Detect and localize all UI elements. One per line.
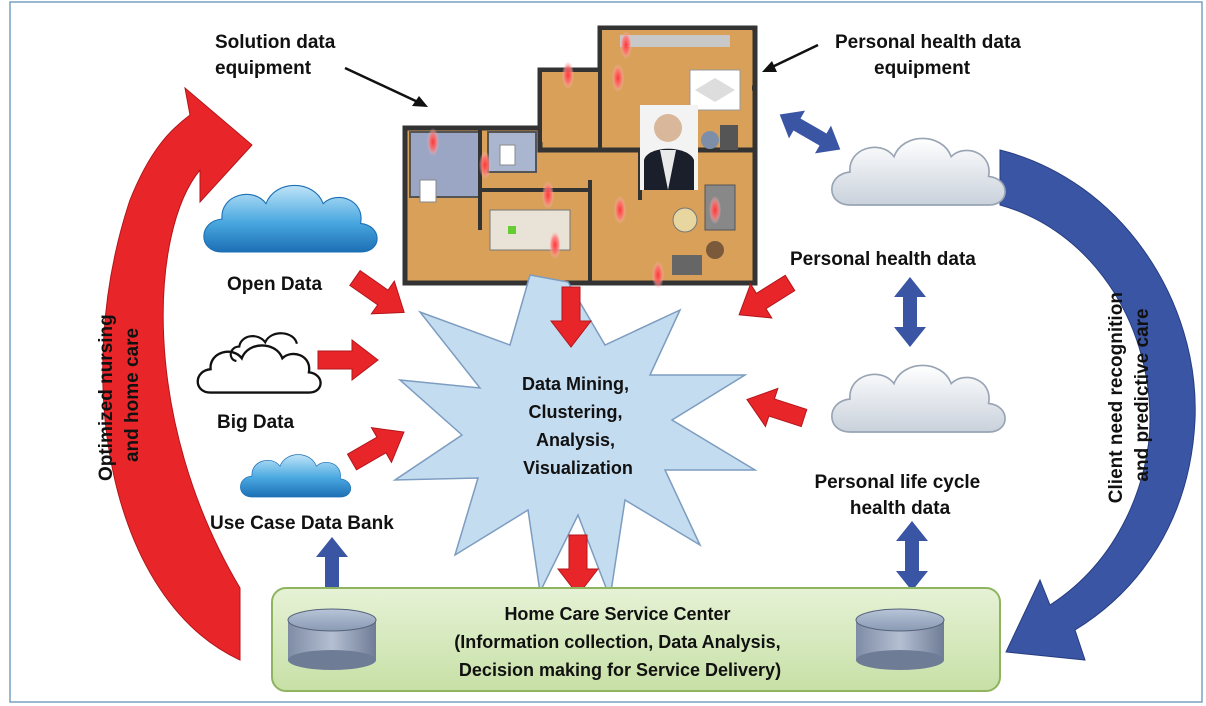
big-data-cloud-icon — [196, 344, 322, 394]
personal-health-cloud-icon — [831, 137, 1006, 206]
arrow-equipment-cloud — [771, 100, 849, 164]
arrow-big-data — [317, 339, 379, 381]
arrow-life-db — [896, 521, 928, 591]
diagram-frame — [9, 1, 1203, 703]
solution-equipment-label: Solution data equipment — [215, 32, 341, 79]
personal-life-label: Personal life cycle health data — [814, 472, 985, 519]
data-mining-starburst — [392, 274, 758, 601]
open-data-cloud-icon — [203, 184, 378, 253]
personal-pointer — [769, 43, 819, 70]
arrow-personal-life — [740, 379, 811, 438]
big-data-label: Big Data — [217, 412, 295, 433]
service-center-box — [271, 587, 1001, 692]
personal-equipment-label: Personal health data equipment — [835, 32, 1026, 79]
right-cycle-arrow — [999, 149, 1196, 661]
data-mining-label: Data Mining, Clustering, Analysis, Visua… — [522, 374, 634, 478]
personal-life-cloud-icon — [831, 364, 1006, 433]
database-icon — [287, 608, 377, 670]
left-cycle-arrow — [102, 86, 253, 661]
left-arc-label: Optimized nursing and home care — [96, 309, 143, 481]
person-photo — [640, 105, 698, 190]
floor-plan-illustration — [402, 25, 758, 289]
database-icon — [855, 608, 945, 670]
use-case-cloud-icon — [240, 454, 352, 498]
arrow-use-case — [341, 414, 415, 480]
use-case-label: Use Case Data Bank — [210, 513, 394, 534]
solution-pointer — [344, 66, 421, 105]
service-center-label: Home Care Service Center (Information co… — [454, 604, 785, 680]
arrow-health-life — [894, 277, 926, 347]
personal-health-label: Personal health data — [790, 249, 976, 270]
right-arc-label: Client need recognition and predictive c… — [1106, 287, 1153, 503]
open-data-label: Open Data — [227, 274, 322, 295]
